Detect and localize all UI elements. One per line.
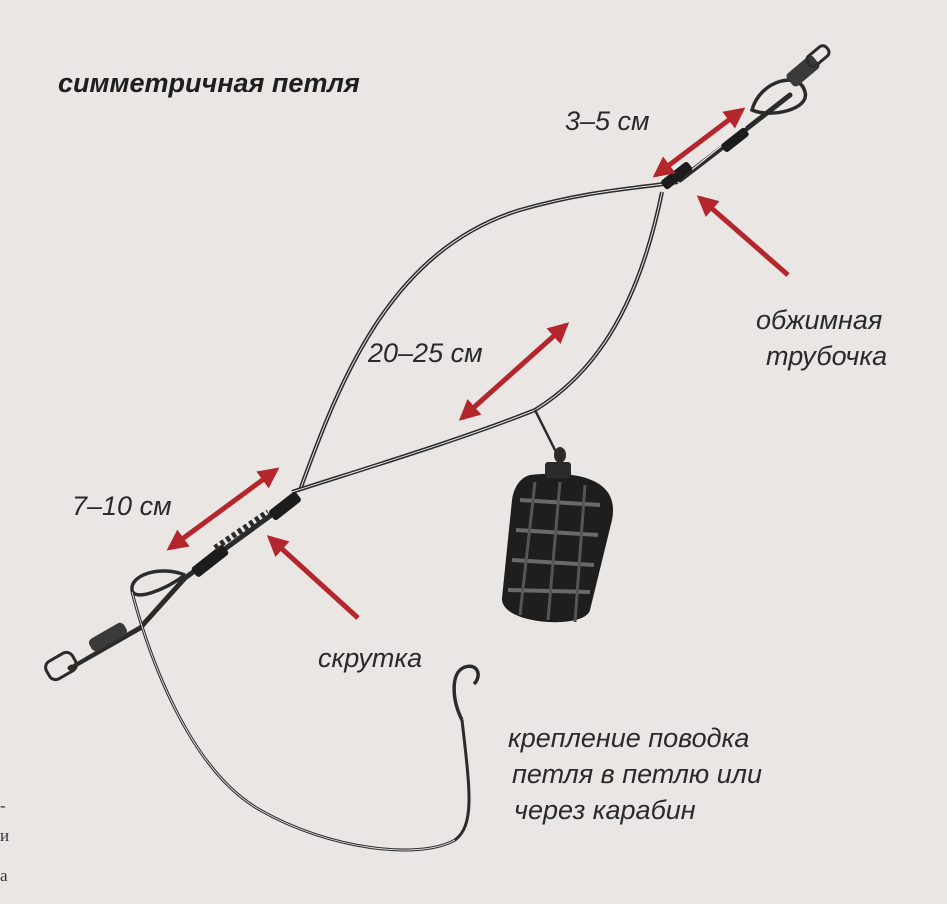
crimp-label-line1: обжимная [756,305,883,335]
feeder-icon [501,462,614,623]
bottom-end-loop [130,569,187,597]
edge-glyph-2: и [0,826,10,845]
dim-arrow-top [652,107,746,178]
pointer-arrow-twist [266,535,360,620]
edge-glyph-3: а [0,866,8,885]
dim-arrow-middle [458,322,570,421]
hook-icon [452,664,480,721]
pointer-arrow-crimp [696,195,790,277]
crimp-label-line2: трубочка [766,341,888,371]
dim-label-bottom: 7–10 см [72,491,172,521]
diagram-title: симметричная петля [58,68,360,98]
top-end-loop [749,78,807,115]
leader-label-line1: крепление поводка [508,723,750,753]
twist-label: скрутка [318,643,423,673]
edge-glyph-1: - [0,796,6,815]
main-line [67,92,793,671]
dim-label-middle: 20–25 см [368,338,483,368]
loop-upper-strand [298,180,679,491]
top-swivel [786,44,831,87]
bottom-swivel [44,622,127,682]
leader-line [130,591,471,852]
dim-label-top: 3–5 см [565,106,650,136]
dim-arrow-bottom [166,467,280,551]
leader-label-line2: петля в петлю или [512,759,762,789]
leader-label-line3: через карабин [514,795,696,825]
